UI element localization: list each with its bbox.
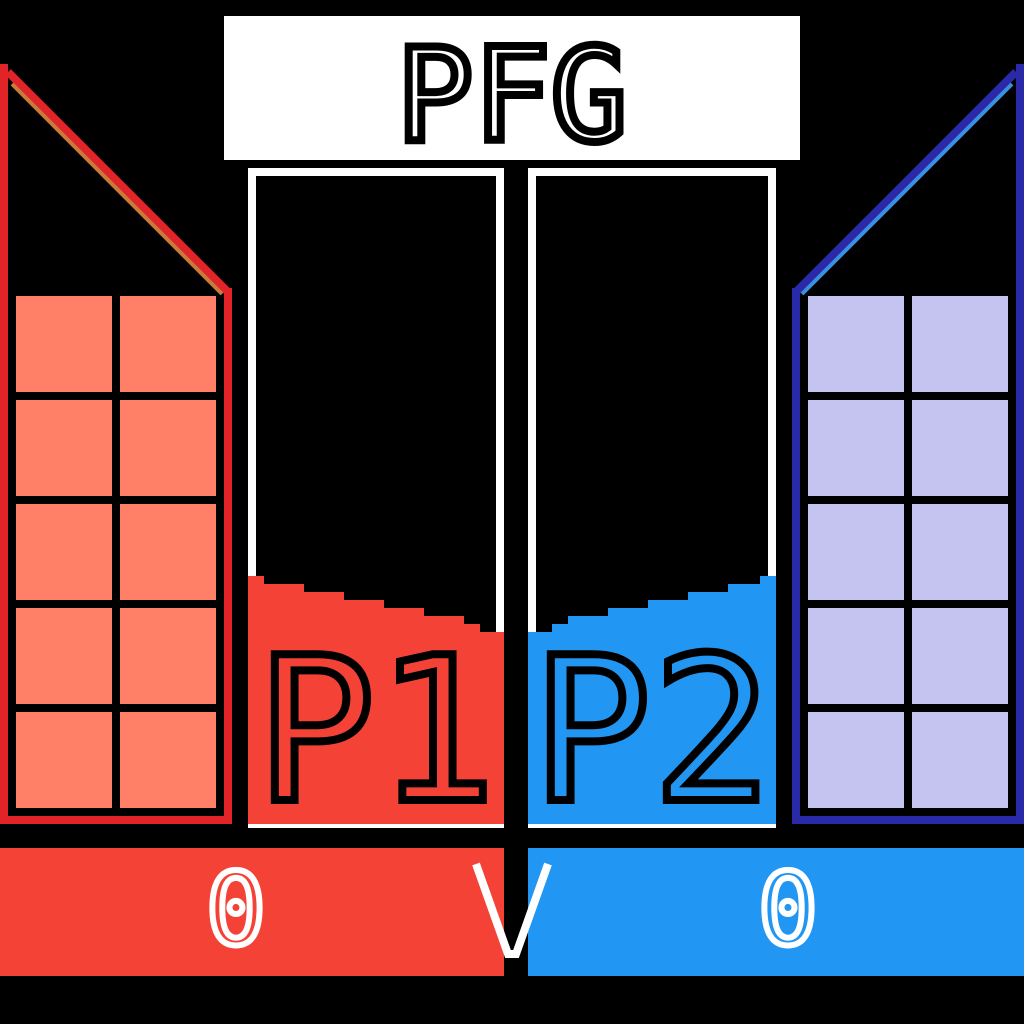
grid-cell (912, 712, 1008, 808)
grid-cell (120, 504, 216, 600)
p1-score: 0 (206, 851, 266, 968)
p1-label: P1 (256, 615, 497, 848)
left-panel (0, 64, 232, 824)
right-panel-diagonal (793, 69, 1019, 295)
grid-cell (16, 504, 112, 600)
grid-cell (808, 608, 904, 704)
grid-cell (16, 296, 112, 392)
left-panel-diagonal-shade (10, 82, 224, 296)
grid-cell (808, 296, 904, 392)
right-panel-border-left (792, 288, 800, 824)
grid-cell (808, 400, 904, 496)
p2-score-bar (528, 848, 1024, 976)
left-grid (16, 296, 216, 808)
grid-cell (16, 400, 112, 496)
versus-mark (472, 862, 552, 958)
grid-cell (912, 608, 1008, 704)
right-grid (808, 296, 1008, 808)
right-panel (792, 64, 1024, 824)
left-panel-border-bottom (0, 816, 232, 824)
right-panel-border (1016, 64, 1024, 824)
p1-score-bar (0, 848, 504, 976)
title-text: PFG (396, 22, 627, 171)
p2-meter-fill (528, 576, 776, 824)
left-panel-border-right (224, 288, 232, 824)
grid-cell (912, 400, 1008, 496)
grid-cell (912, 296, 1008, 392)
grid-cell (16, 712, 112, 808)
grid-cell (912, 504, 1008, 600)
grid-cell (120, 712, 216, 808)
grid-cell (120, 400, 216, 496)
p2-score: 0 (758, 851, 818, 968)
p2-label: P2 (532, 615, 773, 848)
right-panel-diagonal-shade (800, 82, 1014, 296)
p2-meter: P2 (528, 168, 776, 852)
left-panel-border (0, 64, 8, 824)
grid-cell (808, 504, 904, 600)
grid-cell (16, 608, 112, 704)
grid-cell (120, 608, 216, 704)
p1-meter-fill (248, 576, 504, 824)
p1-meter: P1 (248, 168, 504, 852)
title-banner (224, 16, 800, 160)
left-panel-diagonal (5, 69, 231, 295)
grid-cell (120, 296, 216, 392)
grid-cell (808, 712, 904, 808)
right-panel-border-bottom (792, 816, 1024, 824)
